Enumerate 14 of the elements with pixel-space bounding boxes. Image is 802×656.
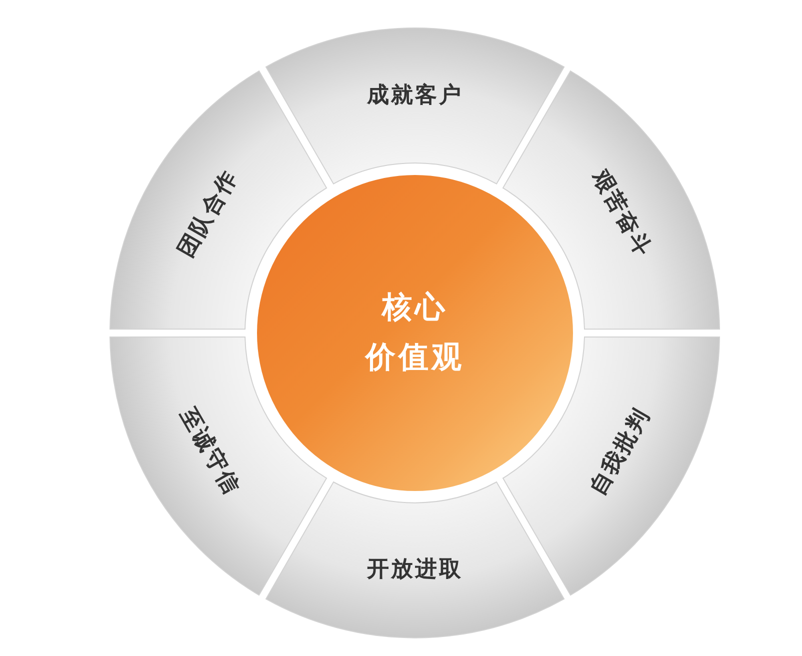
ring-segment — [503, 336, 720, 596]
value-label: 开放进取 — [366, 559, 463, 582]
value-label: 艰苦奋斗 — [587, 167, 654, 262]
core-label: 价值观 — [366, 343, 464, 373]
value-label: 至诚守信 — [176, 404, 243, 499]
core-label: 核心 — [382, 293, 448, 323]
ring-segment — [266, 482, 564, 638]
value-label: 成就客户 — [366, 84, 463, 106]
ring-segment — [266, 28, 564, 184]
ring-segment — [503, 70, 720, 329]
value-label: 自我批判 — [587, 404, 654, 499]
value-label: 团队合作 — [176, 167, 243, 262]
ring-segment — [110, 336, 327, 596]
ring-segment — [110, 70, 327, 329]
